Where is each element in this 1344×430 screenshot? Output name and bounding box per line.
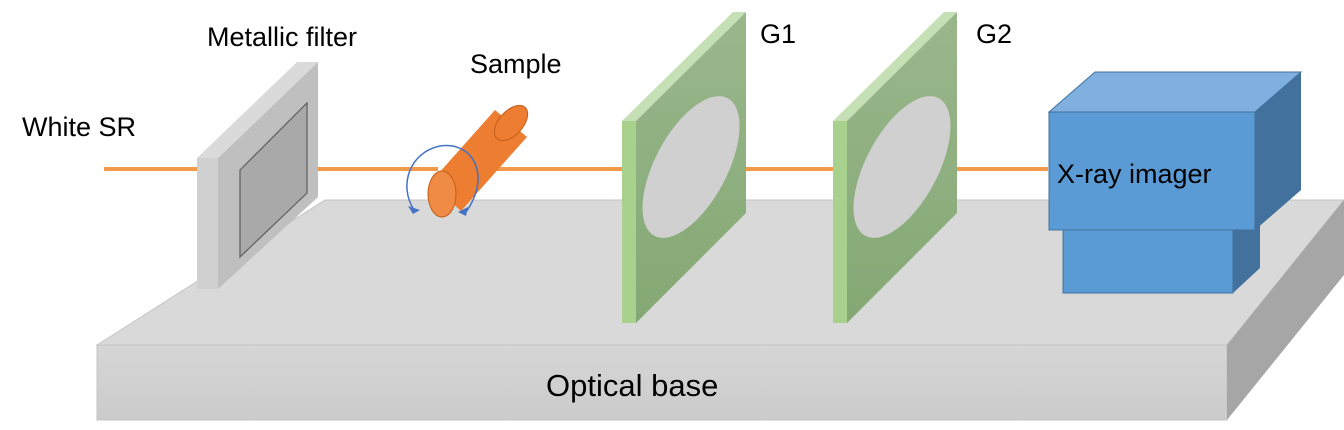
rotation-arrow-head-right bbox=[458, 207, 468, 216]
label-optical-base: Optical base bbox=[546, 368, 718, 403]
label-white-sr: White SR bbox=[22, 112, 136, 142]
label-g1: G1 bbox=[760, 19, 796, 49]
optical-base-side bbox=[1227, 200, 1344, 420]
metallic-filter bbox=[197, 62, 318, 289]
imager-side bbox=[1255, 72, 1301, 230]
optical-base-front bbox=[96, 344, 1228, 421]
sample bbox=[406, 104, 529, 218]
imager-stand-front bbox=[1062, 229, 1234, 294]
g1-edge-top bbox=[622, 12, 746, 121]
g1-edge-side bbox=[622, 121, 636, 323]
optical-base bbox=[95, 199, 1344, 421]
label-sample: Sample bbox=[470, 49, 562, 79]
label-xray-imager: X-ray imager bbox=[1057, 159, 1212, 189]
grating-g1 bbox=[622, 12, 746, 323]
rotation-arrow-arc bbox=[406, 144, 479, 215]
label-g2: G2 bbox=[976, 19, 1012, 49]
filter-top bbox=[197, 62, 318, 158]
sample-cylinder-far-end bbox=[493, 104, 529, 142]
g2-edge-side bbox=[833, 121, 847, 323]
g2-edge-top bbox=[833, 12, 957, 121]
rotation-arrow-head-left bbox=[408, 206, 420, 214]
sample-cylinder-near-end bbox=[427, 170, 457, 218]
xray-imager bbox=[1047, 71, 1303, 294]
imager-front bbox=[1048, 111, 1256, 231]
g2-aperture bbox=[853, 96, 951, 238]
filter-side bbox=[197, 158, 218, 289]
label-metallic-filter: Metallic filter bbox=[207, 22, 357, 52]
g1-aperture bbox=[642, 96, 740, 238]
filter-window bbox=[239, 101, 308, 259]
grating-g2 bbox=[833, 12, 957, 323]
